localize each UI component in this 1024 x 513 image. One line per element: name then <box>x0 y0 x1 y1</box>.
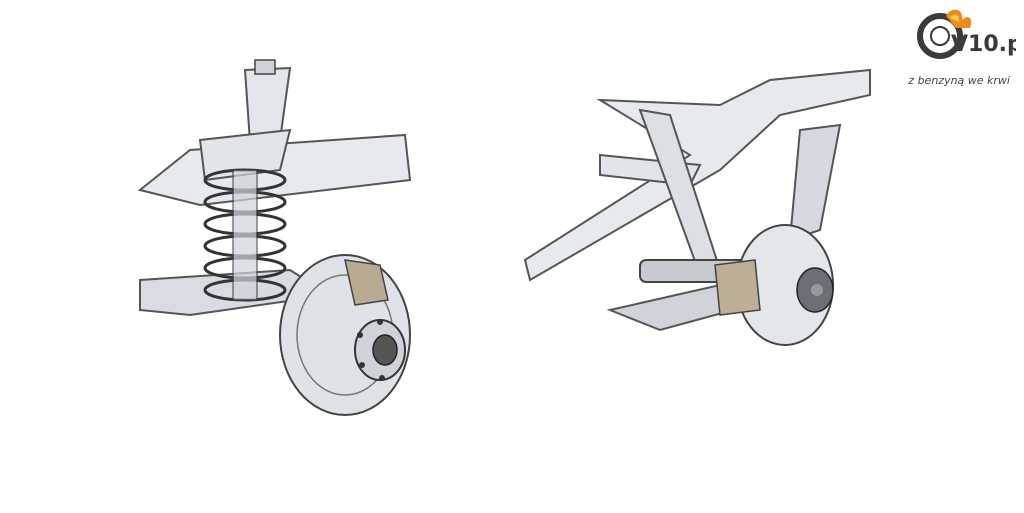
front-suspension-illustration <box>137 59 412 416</box>
tagline-text: z benzyną we krwi <box>908 74 1010 87</box>
site-logo[interactable]: V10.pl z benzyną we krwi <box>906 6 1018 96</box>
rear-suspension-illustration <box>523 68 871 346</box>
svg-text:V10.pl: V10.pl <box>951 32 1016 57</box>
tire-flame-logo-icon: V10.pl <box>917 9 1016 59</box>
